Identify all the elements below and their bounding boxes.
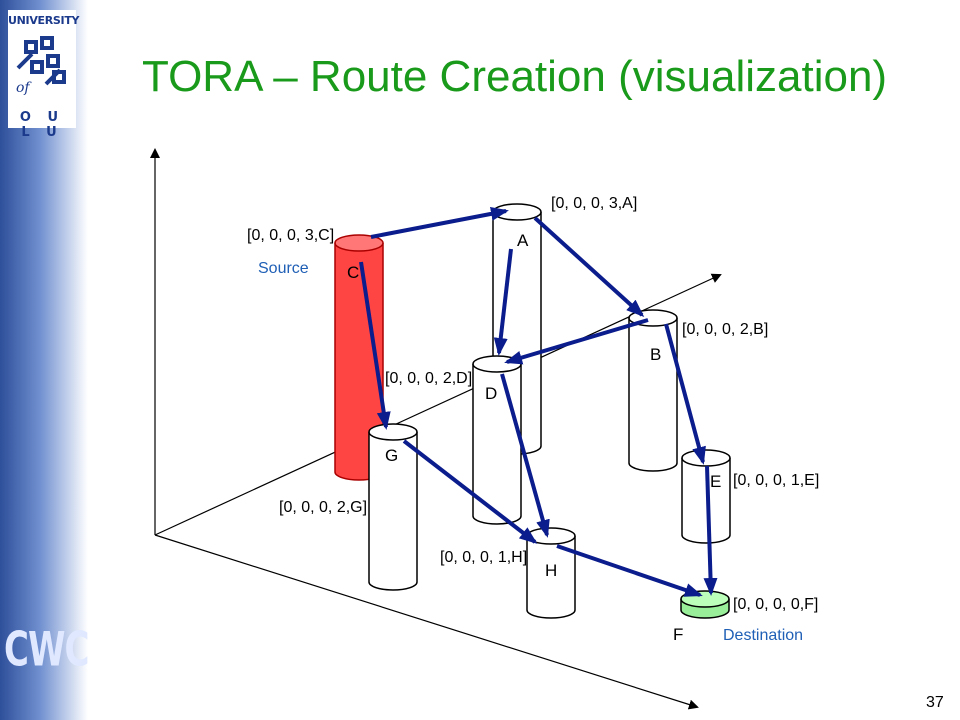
axes	[150, 148, 722, 710]
logo-of-text: of	[16, 80, 30, 96]
axis-depth	[154, 273, 722, 536]
link-C-G	[359, 261, 391, 430]
height-label-H: [0, 0, 0, 1,H]	[440, 549, 527, 566]
logo-oulu-text: O U L U	[19, 110, 65, 140]
link-E-F	[703, 465, 718, 596]
cwc-logo: CWC	[4, 622, 89, 678]
source-tag: Source	[258, 260, 309, 277]
node-F-cylinder	[680, 590, 730, 619]
slide-title: TORA – Route Creation (visualization)	[142, 52, 888, 101]
node-D-label: D	[485, 384, 497, 403]
height-label-F: [0, 0, 0, 0,F]	[733, 596, 818, 613]
node-G-cylinder	[368, 423, 418, 591]
link-B-D	[504, 318, 649, 365]
logo-university-text: UNIVERSITY	[8, 14, 80, 27]
link-G-H	[402, 439, 538, 544]
node-A-label: A	[517, 231, 529, 250]
axis-horizontal	[154, 534, 699, 710]
logo-pattern-icon	[16, 36, 66, 86]
link-H-F	[556, 544, 703, 597]
university-logo: UNIVERSITY of O U L U	[8, 10, 80, 140]
node-C-label: C	[347, 263, 359, 282]
node-G-label: G	[385, 446, 398, 465]
height-label-E: [0, 0, 0, 1,E]	[733, 472, 819, 489]
height-label-D: [0, 0, 0, 2,D]	[385, 370, 472, 387]
link-C-A	[370, 206, 509, 239]
height-label-G: [0, 0, 0, 2,G]	[279, 499, 367, 516]
page-number: 37	[926, 694, 944, 711]
link-A-B	[533, 216, 645, 318]
node-F-label: F	[673, 625, 683, 644]
height-label-A: [0, 0, 0, 3,A]	[551, 195, 637, 212]
route-links	[359, 206, 718, 597]
node-B-label: B	[650, 345, 661, 364]
link-B-E	[664, 323, 706, 465]
node-E-label: E	[710, 472, 721, 491]
destination-tag: Destination	[723, 627, 803, 644]
university-sidebar: UNIVERSITY of O U L U CWC	[0, 0, 89, 720]
link-D-H	[500, 373, 550, 538]
height-label-B: [0, 0, 0, 2,B]	[682, 321, 768, 338]
link-A-D	[493, 248, 513, 356]
height-label-C: [0, 0, 0, 3,C]	[247, 227, 334, 244]
node-H-label: H	[545, 561, 557, 580]
